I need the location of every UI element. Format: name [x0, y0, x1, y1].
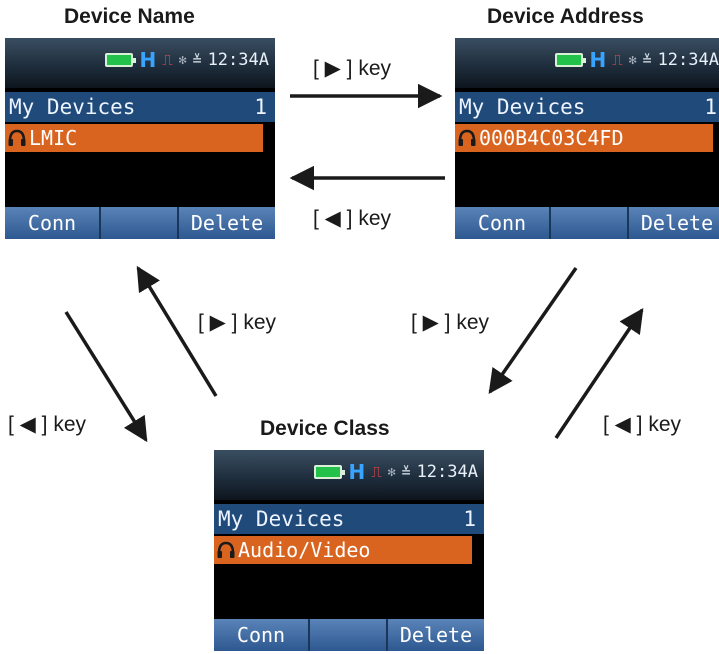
device-name-text: LMIC [29, 126, 78, 150]
list-header: My Devices 1 [214, 504, 484, 534]
middle-softkey[interactable] [551, 207, 629, 239]
list-header-label: My Devices [459, 95, 586, 119]
list-header-label: My Devices [9, 95, 136, 119]
key-label-right-midright: [ ▶ ] key [411, 311, 490, 334]
signal-icon: ≚ [401, 463, 411, 481]
arrow-name-to-class [64, 311, 148, 443]
delete-softkey[interactable]: Delete [190, 211, 264, 235]
battery-icon [105, 53, 137, 67]
conn-softkey[interactable]: Conn [214, 619, 310, 651]
list-header: My Devices 1 [5, 92, 275, 122]
delete-softkey[interactable]: Delete [399, 623, 473, 647]
title-device-name: Device Name [64, 5, 195, 28]
bluetooth-icon: ✻ [628, 52, 637, 68]
device-class-text: Audio/Video [238, 538, 371, 562]
list-count: 1 [463, 507, 476, 531]
list-count: 1 [254, 95, 267, 119]
middle-softkey[interactable] [101, 207, 179, 239]
bluetooth-icon: ✻ [178, 52, 187, 68]
headphone-icon [458, 129, 476, 146]
list-count: 1 [704, 95, 717, 119]
device-list-item[interactable]: Audio/Video [214, 536, 472, 564]
signal-icon: ≚ [642, 51, 652, 69]
key-label-left-lowleft: [ ◀ ] key [8, 413, 87, 436]
title-device-class: Device Class [260, 417, 390, 440]
clock-time: 12:34 [416, 462, 468, 482]
clock-time: 12:34 [207, 50, 259, 70]
clock-suffix: A [258, 50, 269, 70]
device-address-text: 000B4C03C4FD [479, 126, 624, 150]
conn-softkey[interactable]: Conn [5, 207, 101, 239]
clock-suffix: A [467, 462, 478, 482]
title-device-address: Device Address [487, 5, 644, 28]
softkey-bar: Conn Delete [455, 207, 719, 239]
pulse-icon: ⎍ [162, 51, 173, 69]
bluetooth-icon: ✻ [387, 464, 396, 480]
softkey-bar: Conn Delete [5, 207, 275, 239]
arrow-class-to-address [554, 307, 644, 439]
clock-time: 12:34 [657, 50, 709, 70]
key-label-left-lowright: [ ◀ ] key [603, 413, 682, 436]
battery-icon [314, 465, 346, 479]
key-label-right-midleft: [ ▶ ] key [198, 311, 277, 334]
device-list-item[interactable]: LMIC [5, 124, 263, 152]
arrow-address-to-class [488, 267, 578, 395]
headphone-icon [217, 541, 235, 558]
h-icon: H [139, 48, 157, 72]
arrow-class-to-name [136, 265, 218, 397]
list-header: My Devices 1 [455, 92, 719, 122]
pulse-icon: ⎍ [612, 51, 623, 69]
h-icon: H [589, 48, 607, 72]
list-header-label: My Devices [218, 507, 345, 531]
softkey-bar: Conn Delete [214, 619, 484, 651]
h-icon: H [348, 460, 366, 484]
key-label-right-top: [ ▶ ] key [313, 57, 392, 80]
battery-icon [555, 53, 587, 67]
signal-icon: ≚ [192, 51, 202, 69]
headphone-icon [8, 129, 26, 146]
conn-softkey[interactable]: Conn [455, 207, 551, 239]
pulse-icon: ⎍ [371, 463, 382, 481]
device-list-item[interactable]: 000B4C03C4FD [455, 124, 713, 152]
delete-softkey[interactable]: Delete [640, 211, 714, 235]
middle-softkey[interactable] [310, 619, 388, 651]
clock-suffix: A [708, 50, 719, 70]
key-label-left-top: [ ◀ ] key [313, 207, 392, 230]
